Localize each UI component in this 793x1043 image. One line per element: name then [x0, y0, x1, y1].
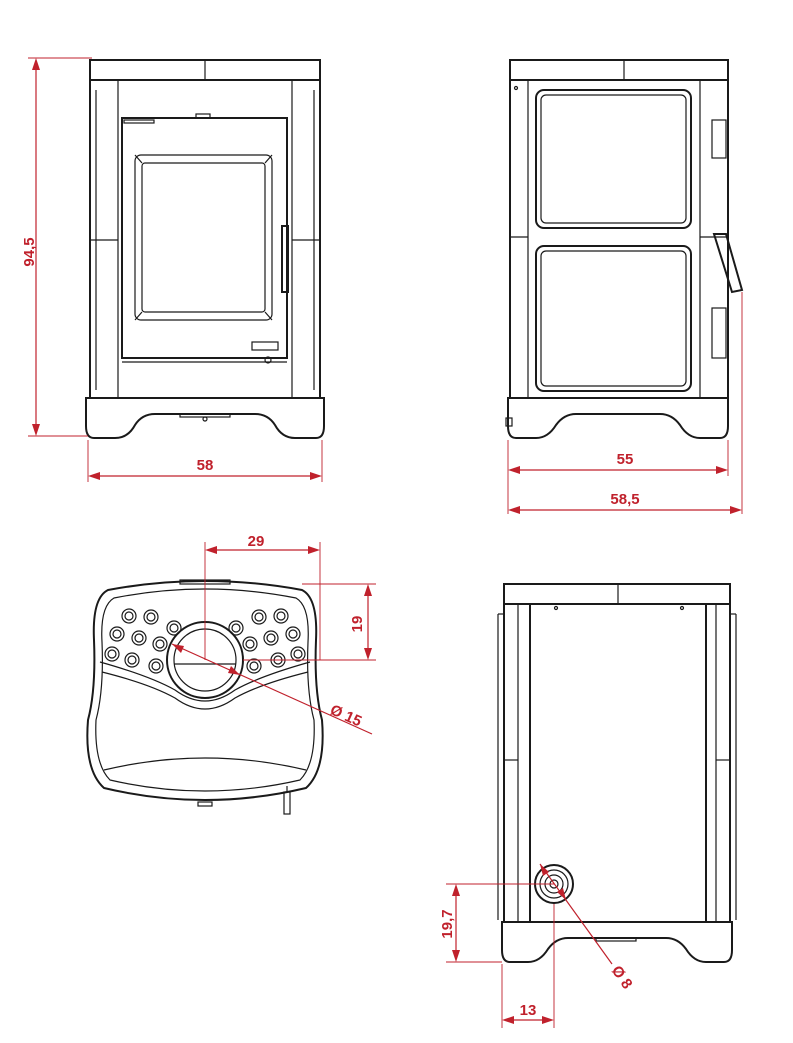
- side-depth-label: 55: [617, 451, 634, 468]
- front-base: [85, 397, 325, 439]
- door-handle: [281, 225, 289, 293]
- side-view: [505, 59, 744, 439]
- rear-flue-height-dimension: 19,7: [439, 883, 554, 963]
- top-offset-y-label: 19: [349, 616, 366, 633]
- top-flue-diameter-label: Ø 15: [328, 702, 365, 731]
- rear-flue-offset-label: 13: [520, 1002, 537, 1019]
- rear-base: [501, 921, 733, 963]
- top-view-handle: [283, 791, 291, 815]
- front-width-dimension: 58: [87, 440, 323, 482]
- front-view: [85, 59, 325, 439]
- rear-flue-height-label: 19,7: [439, 909, 456, 938]
- side-handle: [712, 233, 744, 294]
- rear-flue-offset-dimension: 13: [501, 904, 555, 1028]
- rear-view: [497, 583, 737, 963]
- top-outline: [86, 580, 324, 801]
- rear-panel: [529, 603, 707, 923]
- side-depth-total-label: 58,5: [610, 491, 639, 508]
- rear-flue-diameter-label: Ø 8: [608, 963, 636, 993]
- side-base: [507, 397, 729, 439]
- front-width-label: 58: [197, 457, 214, 474]
- side-panel-lower: [535, 245, 692, 392]
- brand-badge: [251, 341, 279, 351]
- top-offset-x-label: 29: [248, 533, 265, 550]
- door-glass: [134, 154, 273, 321]
- height-label: 94,5: [21, 237, 38, 266]
- height-dimension: 94,5: [21, 57, 92, 437]
- side-panel-upper: [535, 89, 692, 229]
- top-offset-x-dimension: 29: [204, 533, 321, 660]
- top-offset-y-dimension: 19: [243, 583, 376, 661]
- front-door: [121, 117, 288, 359]
- side-depth-dimension: 55 58,5: [507, 292, 743, 514]
